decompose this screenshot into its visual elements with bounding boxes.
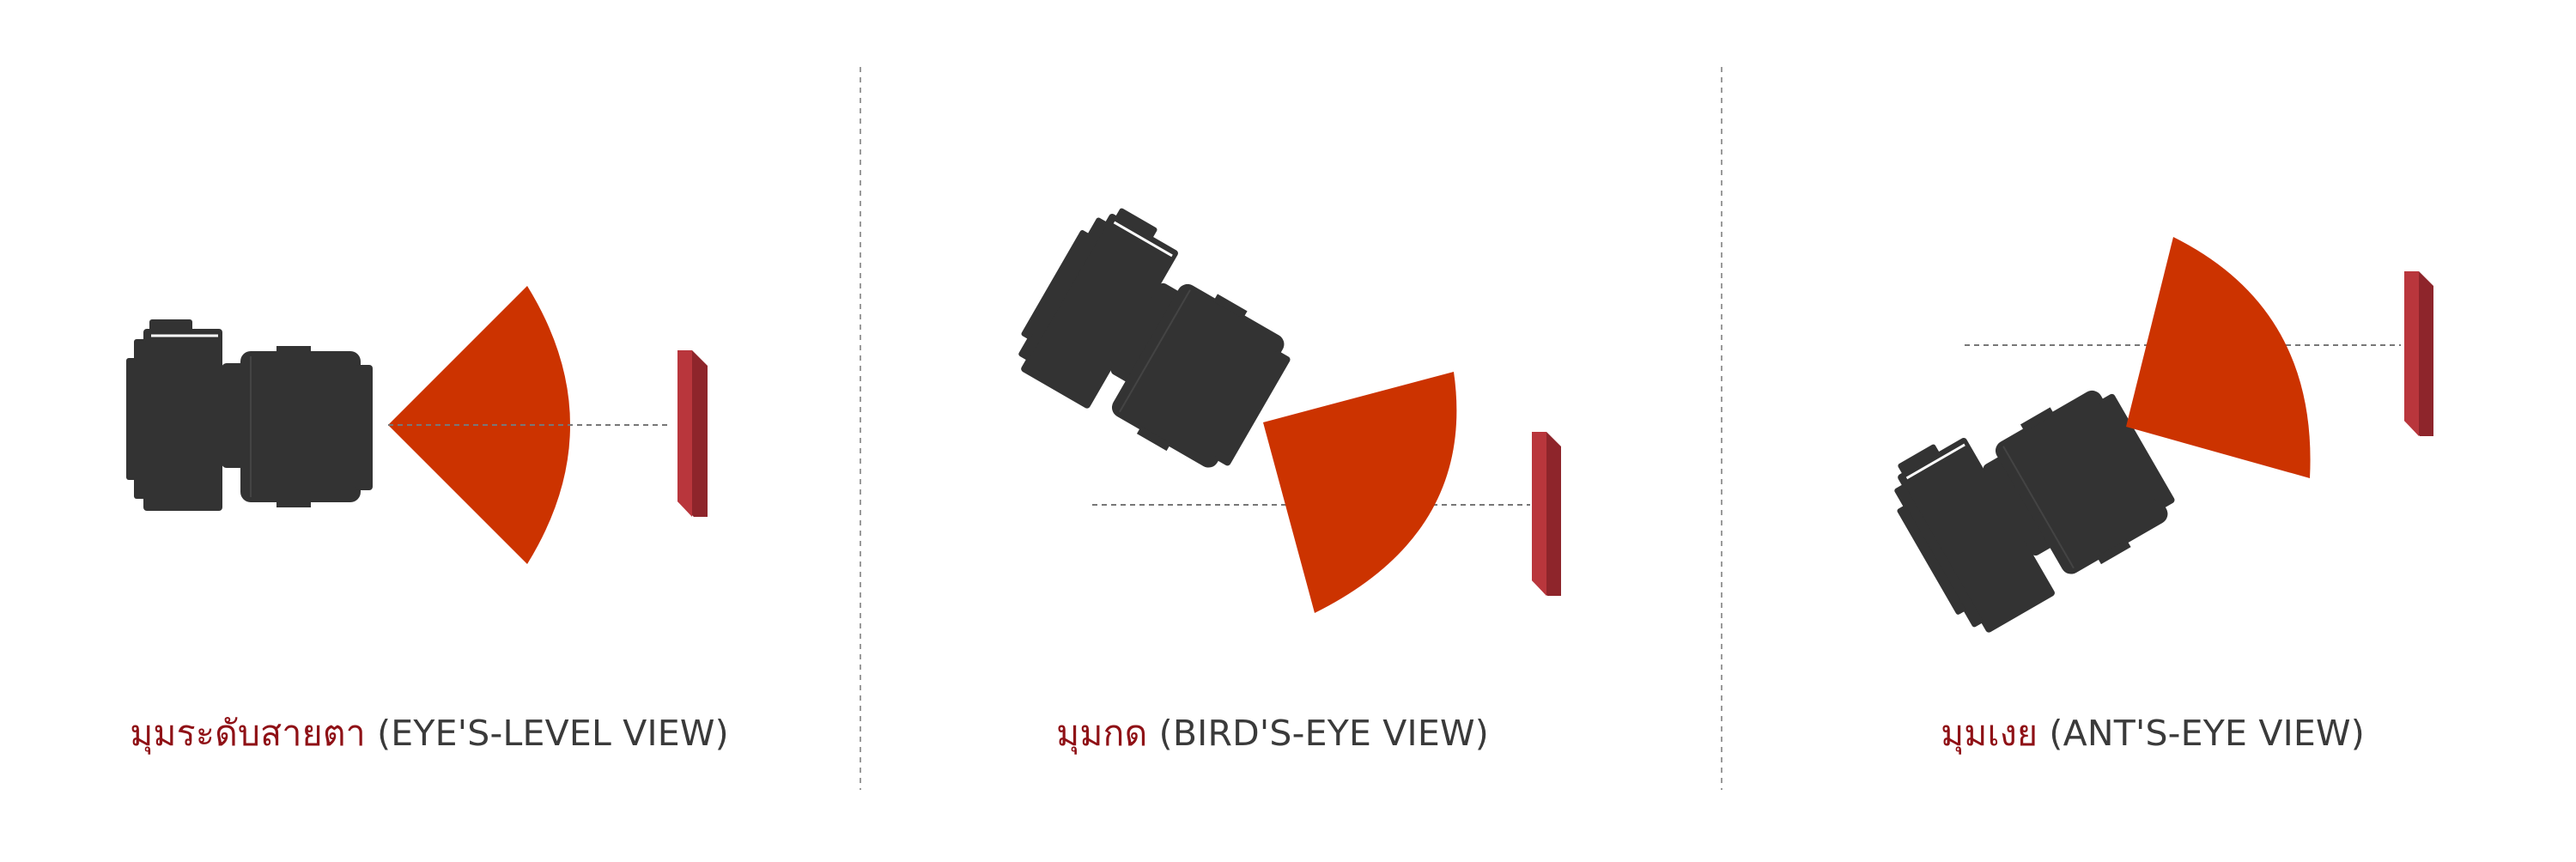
- caption-thai: มุมกด: [1056, 713, 1148, 754]
- caption-birds-eye: มุมกด (BIRD'S-EYE VIEW): [1056, 706, 1489, 762]
- subject-icon: [677, 350, 708, 517]
- panel-birds-eye: [1003, 194, 1561, 613]
- field-of-view-cone: [2126, 237, 2311, 478]
- subject-icon: [2404, 271, 2433, 436]
- field-of-view-cone: [388, 286, 570, 564]
- camera-icon: [125, 318, 374, 513]
- panel-ants-eye: [1875, 237, 2433, 644]
- camera-icon: [1003, 194, 1315, 487]
- field-of-view-cone: [1263, 372, 1457, 613]
- subject-icon: [1532, 432, 1561, 596]
- caption-eye-level: มุมระดับสายตา (EYE'S-LEVEL VIEW): [130, 706, 729, 762]
- panel-eye-level: [125, 286, 708, 564]
- caption-ants-eye: มุมเงย (ANT'S-EYE VIEW): [1941, 706, 2365, 762]
- caption-english: (EYE'S-LEVEL VIEW): [377, 713, 729, 754]
- caption-english: (ANT'S-EYE VIEW): [2049, 713, 2365, 754]
- caption-thai: มุมระดับสายตา: [130, 713, 366, 754]
- caption-thai: มุมเงย: [1941, 713, 2038, 754]
- caption-english: (BIRD'S-EYE VIEW): [1158, 713, 1489, 754]
